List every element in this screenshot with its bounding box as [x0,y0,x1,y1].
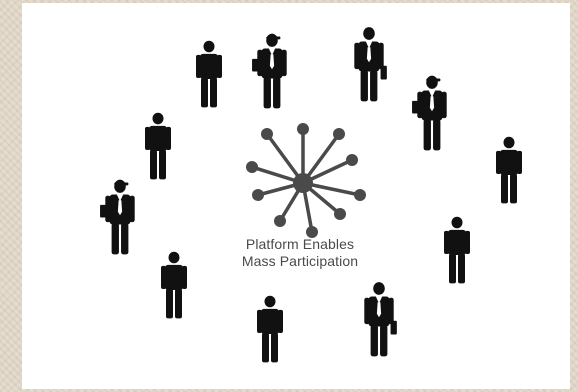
worker-with-cap-icon [100,179,135,255]
network-hub-icon [246,123,366,238]
worker-with-cap-icon [412,75,447,151]
person-icon [145,112,171,180]
person-icon [161,251,187,319]
caption-line-1: Platform Enables [245,236,355,252]
person-icon [444,216,470,284]
worker-with-cap-icon [252,33,287,109]
person-icon [196,40,222,108]
diagram-caption: Platform Enables Mass Participation [220,236,380,270]
caption-line-2: Mass Participation [241,253,359,269]
person-icon [496,136,522,204]
businessman-icon [364,282,397,356]
person-icon [257,295,283,363]
businessman-icon [354,27,387,101]
